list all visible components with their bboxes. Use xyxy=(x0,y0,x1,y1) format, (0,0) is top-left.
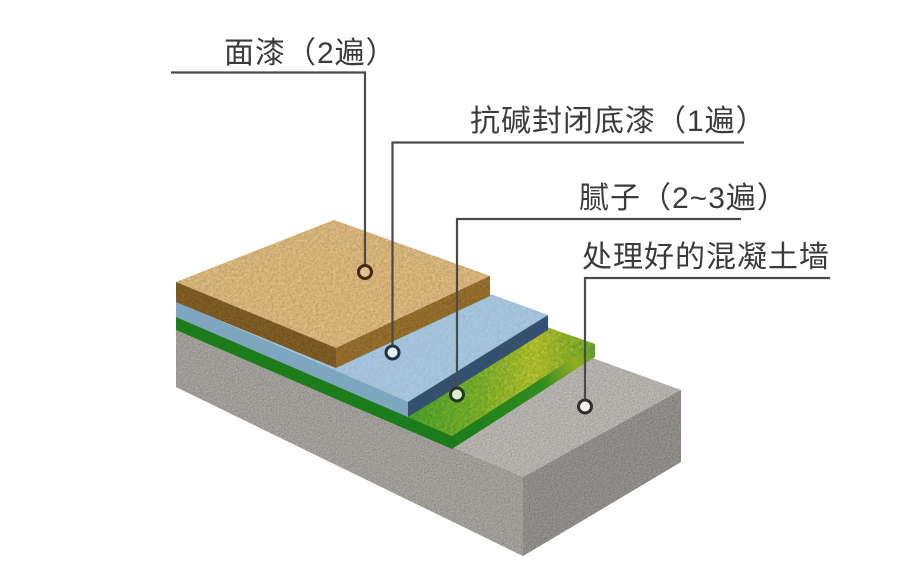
putty-front-right-face xyxy=(452,344,595,449)
label-primer: 抗碱封闭底漆（1遍） xyxy=(470,105,767,138)
putty-front-left-face xyxy=(176,317,452,449)
circle-marker-icon xyxy=(449,386,465,403)
label-putty: 腻子（2~3遍） xyxy=(579,182,788,215)
primer-front-left-face xyxy=(176,302,408,417)
leader-line-topcoat xyxy=(171,71,367,265)
circle-marker-icon xyxy=(384,344,401,361)
leader-lines xyxy=(171,71,830,400)
circle-marker-icon xyxy=(577,398,593,415)
leader-line-wall xyxy=(583,276,830,400)
leader-line-primer xyxy=(391,141,744,346)
primer-front-right-face xyxy=(408,315,548,417)
label-topcoat: 面漆（2遍） xyxy=(224,37,397,70)
topcoat-layer xyxy=(176,220,490,368)
label-concrete-wall: 处理好的混凝土墙 xyxy=(582,241,830,274)
circle-marker-icon xyxy=(357,264,373,280)
leader-line-putty xyxy=(455,217,741,388)
leader-markers xyxy=(357,264,593,415)
